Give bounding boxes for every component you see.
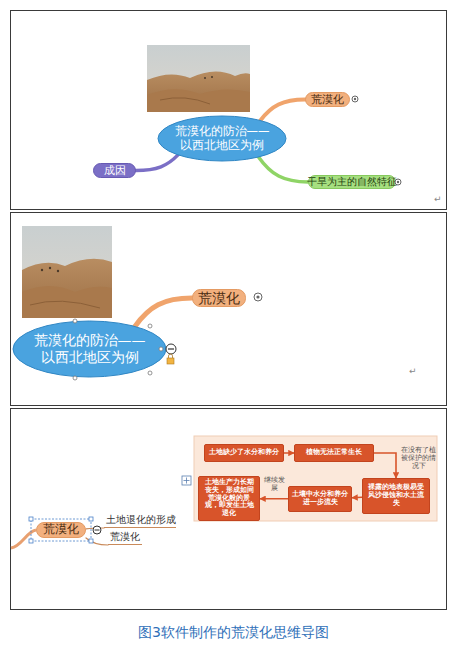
arrow-connector xyxy=(374,453,396,478)
desert-photo xyxy=(147,45,250,112)
move-icon xyxy=(182,476,191,485)
branch-line xyxy=(11,530,36,548)
topic-box: 干旱为主的自然特征 xyxy=(308,175,396,189)
figure-caption: 图3软件制作的荒漠化思维导图 xyxy=(0,624,467,642)
node-text: 荒漠化 xyxy=(110,531,140,542)
branch-connector xyxy=(86,538,108,545)
branch-connector xyxy=(86,527,104,529)
paragraph-mark: ↵ xyxy=(434,194,442,204)
topic-box: 荒漠化 xyxy=(36,522,86,538)
subtopic: 土地退化的形成 xyxy=(104,513,176,528)
node-text: 成因 xyxy=(104,164,126,177)
branch-connector xyxy=(259,157,309,182)
arrow-connector xyxy=(284,452,294,454)
node-text: 土地生产力长期丧失，形成如同荒漠化般的景观，即发生土地退化 xyxy=(202,479,256,518)
process-box: 土地生产力长期丧失，形成如同荒漠化般的景观，即发生土地退化 xyxy=(198,476,260,521)
desert-photo xyxy=(22,226,112,318)
edge-label: 在没有了植被保护的情况下 xyxy=(400,446,437,470)
ellipse-shape xyxy=(13,321,166,377)
branch-connector xyxy=(260,100,305,121)
node-text: 土地缺少了水分和养分 xyxy=(209,449,279,457)
topic-box: 荒漠化 xyxy=(192,289,246,307)
node-text: 土地退化的形成 xyxy=(106,514,176,525)
flowchart-background xyxy=(194,436,437,521)
edge-label: 继续发展 xyxy=(263,476,285,492)
central-topic: 荒漠化的防治——以西北地区为例 xyxy=(157,115,287,162)
collapse-toggle xyxy=(352,96,358,102)
selection-handles xyxy=(29,517,93,543)
process-box: 土壤中水分和养分进一步流失 xyxy=(288,486,352,512)
process-box: 裸露的地表极易受风沙侵蚀和水土流失 xyxy=(362,478,430,514)
node-text: 干旱为主的自然特征 xyxy=(307,176,397,187)
node-text: 裸露的地表极易受风沙侵蚀和水土流失 xyxy=(366,484,426,507)
node-text: 荒漠化 xyxy=(43,523,79,537)
collapse-toggle xyxy=(166,344,176,354)
process-box: 植物无法正常生长 xyxy=(294,444,374,462)
node-text: 植物无法正常生长 xyxy=(306,449,362,457)
node-text: 土壤中水分和养分进一步流失 xyxy=(292,491,348,507)
node-text: 荒漠化 xyxy=(311,93,344,106)
selection-frame xyxy=(31,519,91,541)
ellipse-shape xyxy=(158,116,286,161)
node-text: 荒漠化的防治——以西北地区为例 xyxy=(172,125,272,153)
process-box: 土地缺少了水分和养分 xyxy=(204,444,284,462)
branch-connector xyxy=(135,298,192,326)
topic-box: 成因 xyxy=(93,163,136,178)
collapse-toggle xyxy=(254,293,262,301)
collapse-toggle xyxy=(93,526,101,534)
topic-box: 荒漠化 xyxy=(305,92,350,107)
central-topic: 荒漠化的防治——以西北地区为例 xyxy=(12,320,167,378)
node-text: 荒漠化的防治——以西北地区为例 xyxy=(28,332,152,366)
branch-connector xyxy=(136,155,178,171)
node-text: 荒漠化 xyxy=(198,290,240,306)
lock-icon xyxy=(167,354,174,364)
paragraph-mark: ↵ xyxy=(409,366,417,376)
arrow-connector xyxy=(260,498,288,500)
arrow-connector xyxy=(352,496,362,498)
subtopic: 荒漠化 xyxy=(108,530,142,545)
